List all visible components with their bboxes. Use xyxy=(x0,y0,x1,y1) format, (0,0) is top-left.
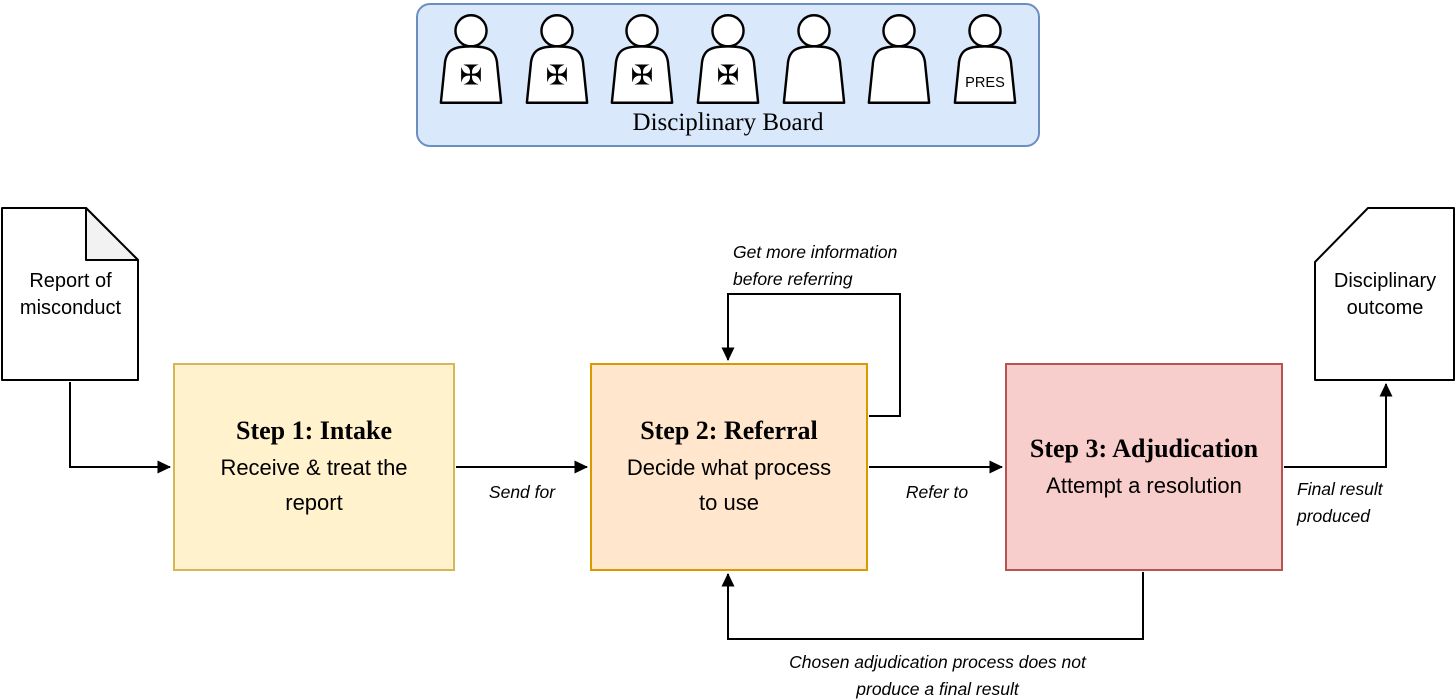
report-document-label: Report of misconduct xyxy=(19,269,122,319)
step-2-referral-box: Step 2: Referral Decide what process to … xyxy=(590,363,868,571)
step-2-title: Step 2: Referral xyxy=(640,416,818,445)
person-icon xyxy=(782,14,845,104)
step-2-subtitle: Decide what process to use xyxy=(626,455,832,515)
person-president-icon: PRES xyxy=(953,14,1017,104)
edge-label-send-for: Send for xyxy=(488,482,556,502)
outcome-document-icon xyxy=(1314,207,1455,381)
step-3-subtitle: Attempt a resolution xyxy=(1046,472,1242,498)
connector-step3-to-outcome xyxy=(1284,383,1393,468)
board-members-row: ✠ ✠ ✠ ✠ xyxy=(436,10,1020,106)
board-title: Disciplinary Board xyxy=(632,109,824,136)
connector-report-to-step1 xyxy=(69,382,171,474)
step-1-subtitle: Receive & treat the report xyxy=(220,455,408,515)
connector-step3-feedback-to-step2 xyxy=(721,572,1144,640)
person-icon xyxy=(867,14,931,104)
step-3-title: Step 3: Adjudication xyxy=(1029,433,1259,463)
edge-label-final-result: Final result produced xyxy=(1297,479,1383,526)
svg-text:✠: ✠ xyxy=(631,60,654,91)
svg-text:✠: ✠ xyxy=(460,60,483,91)
svg-text:PRES: PRES xyxy=(965,75,1005,91)
disciplinary-board-group: ✠ ✠ ✠ ✠ xyxy=(416,3,1040,147)
person-cross-icon: ✠ xyxy=(439,14,503,104)
edge-label-get-more-information: Get more information before referring xyxy=(733,242,898,289)
step-1-intake-box: Step 1: Intake Receive & treat the repor… xyxy=(173,363,455,571)
svg-text:✠: ✠ xyxy=(717,60,740,91)
edge-label-no-final-result: Chosen adjudication process does not pro… xyxy=(789,652,1086,699)
edge-label-refer-to: Refer to xyxy=(905,482,969,502)
report-document-icon xyxy=(1,207,139,381)
person-cross-icon: ✠ xyxy=(610,14,674,104)
svg-text:✠: ✠ xyxy=(545,60,568,91)
step-1-title: Step 1: Intake xyxy=(235,416,392,445)
person-cross-icon: ✠ xyxy=(696,14,760,104)
person-cross-icon: ✠ xyxy=(525,14,589,104)
outcome-document-label: Disciplinary outcome xyxy=(1333,269,1437,319)
step-3-adjudication-box: Step 3: Adjudication Attempt a resolutio… xyxy=(1005,363,1283,571)
